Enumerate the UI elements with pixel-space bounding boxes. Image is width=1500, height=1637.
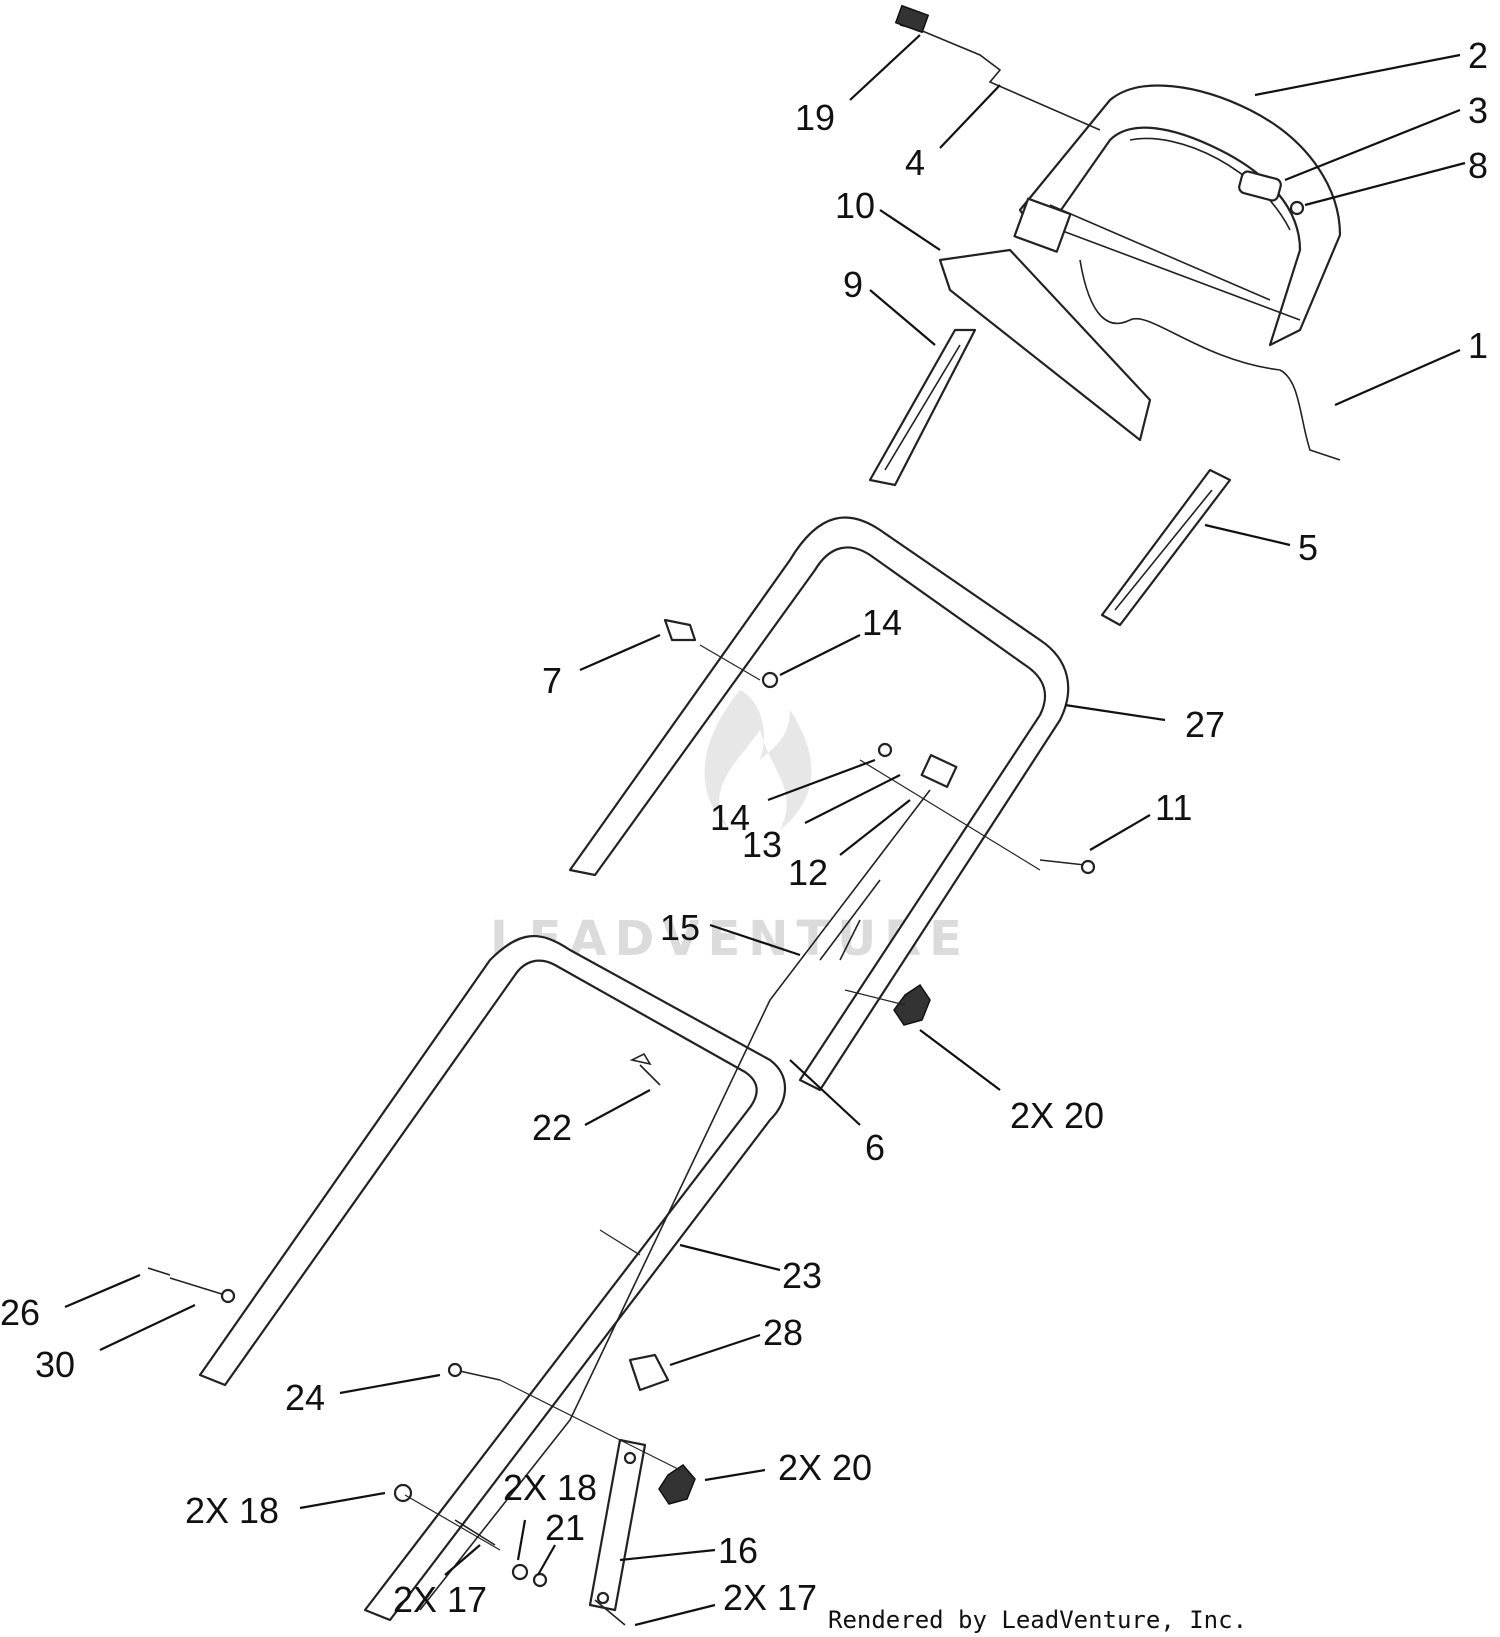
callout-2x-17-right: 2X 17 bbox=[723, 1577, 817, 1618]
callout-2x-17-left: 2X 17 bbox=[393, 1579, 487, 1620]
callout-11: 11 bbox=[1155, 787, 1192, 828]
bolt-11 bbox=[1039, 859, 1086, 866]
callout-10: 10 bbox=[835, 185, 875, 226]
callout-12: 12 bbox=[788, 852, 828, 893]
lower-handle-23 bbox=[198, 935, 786, 1622]
rendered-by-credit: Rendered by LeadVenture, Inc. bbox=[828, 1606, 1247, 1634]
callout-13: 13 bbox=[742, 824, 782, 865]
callout-2x-18-left: 2X 18 bbox=[185, 1490, 279, 1531]
part-3-fitting bbox=[1238, 170, 1282, 202]
callout-6: 6 bbox=[865, 1127, 885, 1168]
bail-detail bbox=[1049, 137, 1301, 321]
bracket-5-detail bbox=[1114, 489, 1213, 611]
part-art bbox=[147, 4, 1342, 1626]
callout-16: 16 bbox=[718, 1530, 758, 1571]
bolt-11-head bbox=[1080, 859, 1096, 875]
cable-spring-19 bbox=[894, 4, 930, 34]
washer-21 bbox=[532, 1572, 548, 1588]
callout-9: 9 bbox=[843, 264, 863, 305]
callout-3: 3 bbox=[1468, 90, 1488, 131]
bracket-28 bbox=[628, 1353, 670, 1392]
knob-20-upper bbox=[893, 983, 931, 1026]
cable-6 bbox=[419, 789, 931, 1611]
callout-labels: 19 4 2 3 8 10 9 1 5 14 7 27 14 11 13 12 … bbox=[0, 35, 1488, 1620]
callout-26: 26 bbox=[0, 1292, 40, 1333]
spring-30 bbox=[169, 1277, 226, 1296]
leader-lines bbox=[64, 34, 1466, 1627]
cable-4 bbox=[899, 24, 1101, 131]
lever-16 bbox=[588, 1438, 647, 1612]
watermark-flame-icon bbox=[704, 690, 812, 830]
callout-14-upper: 14 bbox=[862, 602, 902, 643]
bail-latch bbox=[1013, 197, 1072, 253]
bail-handle bbox=[1018, 84, 1342, 347]
bolt-17-lower bbox=[594, 1599, 626, 1626]
spring-30-end bbox=[220, 1288, 236, 1304]
callout-30: 30 bbox=[35, 1344, 75, 1385]
callout-28: 28 bbox=[763, 1312, 803, 1353]
callout-4: 4 bbox=[905, 142, 925, 183]
pin-26 bbox=[147, 1267, 171, 1276]
decal-10 bbox=[938, 248, 1152, 442]
clamp-12-13 bbox=[920, 754, 958, 788]
callout-23: 23 bbox=[782, 1255, 822, 1296]
callout-22: 22 bbox=[532, 1107, 572, 1148]
assembly-line bbox=[404, 644, 1041, 1551]
callout-14-lower: 14 bbox=[710, 797, 750, 838]
lever-16-hole-top bbox=[623, 1451, 637, 1465]
callout-2x-20-lower: 2X 20 bbox=[778, 1447, 872, 1488]
callout-21: 21 bbox=[545, 1507, 585, 1548]
callout-2: 2 bbox=[1468, 35, 1488, 76]
callout-19: 19 bbox=[795, 97, 835, 138]
bracket-9-detail bbox=[884, 344, 961, 471]
part-8-nut bbox=[1289, 200, 1305, 216]
fitting-7 bbox=[663, 618, 697, 642]
callout-8: 8 bbox=[1468, 145, 1488, 186]
lever-16-hole-bottom bbox=[596, 1591, 610, 1605]
knob-20-lower bbox=[658, 1464, 696, 1505]
callout-2x-18-center: 2X 18 bbox=[503, 1467, 597, 1508]
rod-15 bbox=[819, 879, 881, 961]
nut-14-upper bbox=[761, 671, 779, 689]
washer-18-left bbox=[393, 1483, 413, 1503]
washer-18-center bbox=[511, 1563, 529, 1581]
bolt-24 bbox=[454, 1369, 501, 1381]
bolt-17-upper bbox=[454, 1519, 496, 1546]
control-cable-1 bbox=[1079, 259, 1341, 461]
upper-handle-27 bbox=[568, 516, 1070, 1092]
callout-7: 7 bbox=[542, 660, 562, 701]
nut-14-lower bbox=[877, 742, 893, 758]
callout-1: 1 bbox=[1468, 325, 1488, 366]
callout-24: 24 bbox=[285, 1377, 325, 1418]
callout-15: 15 bbox=[660, 907, 700, 948]
bolt-24-head bbox=[447, 1362, 463, 1378]
bolt-22 bbox=[629, 1052, 661, 1086]
callout-2x-20-upper: 2X 20 bbox=[1010, 1095, 1104, 1136]
callout-27: 27 bbox=[1185, 704, 1225, 745]
callout-5: 5 bbox=[1298, 527, 1318, 568]
